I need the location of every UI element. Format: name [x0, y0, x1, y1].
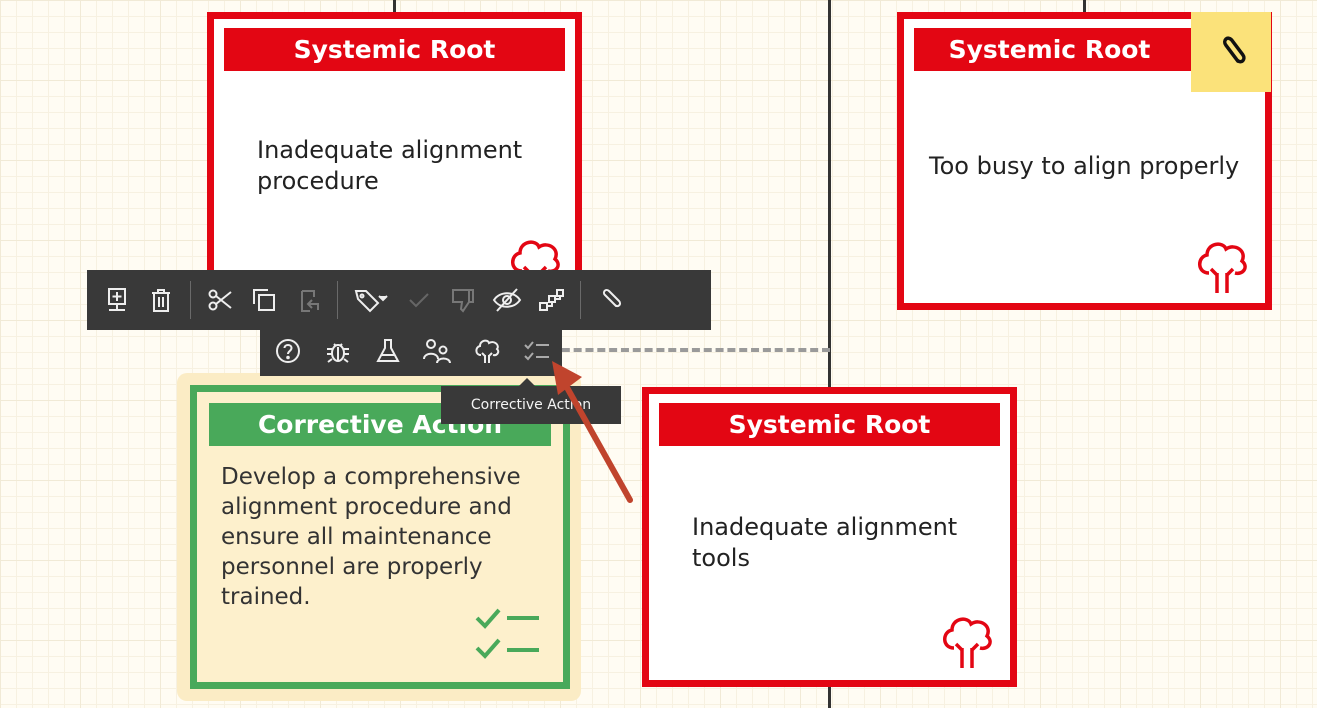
add-child-button[interactable]	[95, 278, 139, 322]
layout-button[interactable]	[529, 278, 573, 322]
paste-button[interactable]	[286, 278, 330, 322]
toolbar-divider	[580, 281, 581, 319]
card-title: Systemic Root	[224, 28, 565, 71]
systemic-root-card-3[interactable]: Systemic Root Inadequate alignment tools	[642, 387, 1017, 687]
paste-icon	[294, 286, 322, 314]
hypothesis-type-button[interactable]	[363, 327, 413, 375]
tooltip: Corrective Action	[441, 386, 621, 424]
corrective-action-card[interactable]: Corrective Action Develop a comprehensiv…	[190, 385, 570, 689]
root-cause-tree-icon	[1192, 237, 1252, 295]
copy-icon	[250, 286, 278, 314]
people-icon	[422, 337, 452, 365]
check-icon	[405, 286, 433, 314]
card-text: Too busy to align properly	[929, 152, 1240, 180]
cut-button[interactable]	[198, 278, 242, 322]
confirm-button[interactable]	[397, 278, 441, 322]
card-text: Inadequate alignment procedure	[257, 136, 523, 195]
attach-button[interactable]	[588, 278, 632, 322]
card-title: Systemic Root	[659, 403, 1000, 446]
toolbar-divider	[190, 281, 191, 319]
question-type-button[interactable]	[263, 327, 313, 375]
root-cause-tree-icon	[937, 612, 997, 670]
node-type-toolbar	[260, 326, 562, 376]
bug-icon	[324, 337, 352, 365]
checklist-icon	[523, 337, 551, 365]
paperclip-icon	[1209, 30, 1253, 74]
root-type-button[interactable]	[462, 327, 512, 375]
reject-button[interactable]	[441, 278, 485, 322]
question-icon	[274, 337, 302, 365]
flask-icon	[374, 337, 402, 365]
checklist-icon	[473, 604, 543, 668]
tooltip-caret	[519, 378, 535, 386]
attachment-badge[interactable]	[1191, 12, 1271, 92]
card-text: Develop a comprehensive alignment proced…	[221, 464, 521, 610]
eye-hidden-icon	[492, 286, 522, 314]
problem-type-button[interactable]	[313, 327, 363, 375]
card-text: Inadequate alignment tools	[692, 513, 958, 572]
human-factor-type-button[interactable]	[412, 327, 462, 375]
hide-button[interactable]	[485, 278, 529, 322]
paperclip-icon	[596, 286, 624, 314]
trash-icon	[147, 286, 175, 314]
add-child-icon	[103, 286, 131, 314]
tag-dropdown-icon	[353, 286, 389, 314]
connector-line	[828, 0, 831, 708]
annotation-arrow	[552, 361, 633, 503]
systemic-root-card-1[interactable]: Systemic Root Inadequate alignment proce…	[207, 12, 582, 292]
tag-dropdown-button[interactable]	[345, 278, 397, 322]
toolbar-divider	[337, 281, 338, 319]
tree-icon	[473, 337, 501, 365]
connector-line	[393, 0, 396, 14]
scissors-icon	[206, 286, 234, 314]
connector-line	[1083, 0, 1086, 14]
layout-icon	[537, 286, 565, 314]
delete-button[interactable]	[139, 278, 183, 322]
dashed-connector	[550, 348, 830, 352]
corrective-action-type-button[interactable]	[512, 327, 562, 375]
copy-button[interactable]	[242, 278, 286, 322]
node-toolbar	[87, 270, 711, 330]
thumbs-down-icon	[449, 286, 477, 314]
